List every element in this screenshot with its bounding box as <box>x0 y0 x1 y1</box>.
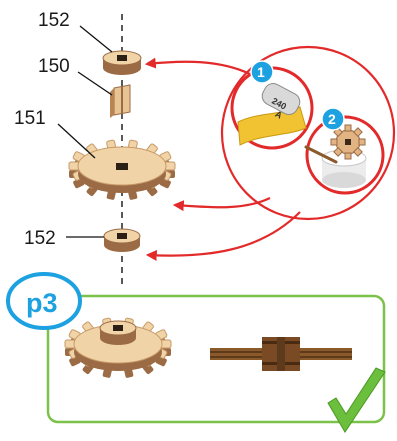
step-1-badge <box>250 60 274 84</box>
small-gear-tooth <box>333 146 344 157</box>
step-1-number: 1 <box>257 64 265 80</box>
axle-150 <box>110 84 131 118</box>
label-gear: 151 <box>14 108 46 129</box>
arrow-to-top-washer <box>144 57 251 75</box>
wax-candle-icon <box>304 145 367 188</box>
bottom-washer-152 <box>103 228 141 252</box>
step-2-badge <box>321 107 345 131</box>
sandpaper-icon: 240 A <box>237 83 307 146</box>
finishing-circle <box>220 45 396 221</box>
top-washer-152 <box>102 50 142 75</box>
leader-line-gear <box>57 123 96 159</box>
gear-151 <box>68 139 176 200</box>
small-gear-tooth <box>344 124 352 132</box>
small-gear-icon <box>330 124 366 160</box>
arrow-to-gear <box>172 197 271 212</box>
result-badge <box>6 272 82 330</box>
small-gear-tooth <box>358 138 366 146</box>
step-2-number: 2 <box>328 111 336 127</box>
leader-line-top-washer <box>79 25 113 53</box>
sandpaper-letter-text: A <box>273 109 284 121</box>
checkmark-icon <box>327 367 386 433</box>
result-badge-text: p3 <box>26 288 58 318</box>
small-gear-tooth <box>352 127 363 138</box>
waxing-step: 2 <box>304 107 385 195</box>
result-frame <box>46 294 386 424</box>
label-bottom-washer: 152 <box>24 228 56 249</box>
arrow-to-bottom-washer <box>145 211 301 261</box>
small-gear-tooth <box>330 138 338 146</box>
small-gear-tooth <box>352 146 363 157</box>
leader-line-axle <box>77 71 113 96</box>
assembled-gear-side-view <box>210 337 352 371</box>
assembled-gear <box>64 317 172 378</box>
label-top-washer: 152 <box>38 10 70 31</box>
sanding-step: 240 A 1 <box>230 60 314 150</box>
label-axle: 150 <box>38 56 70 77</box>
small-gear-tooth <box>344 152 352 160</box>
